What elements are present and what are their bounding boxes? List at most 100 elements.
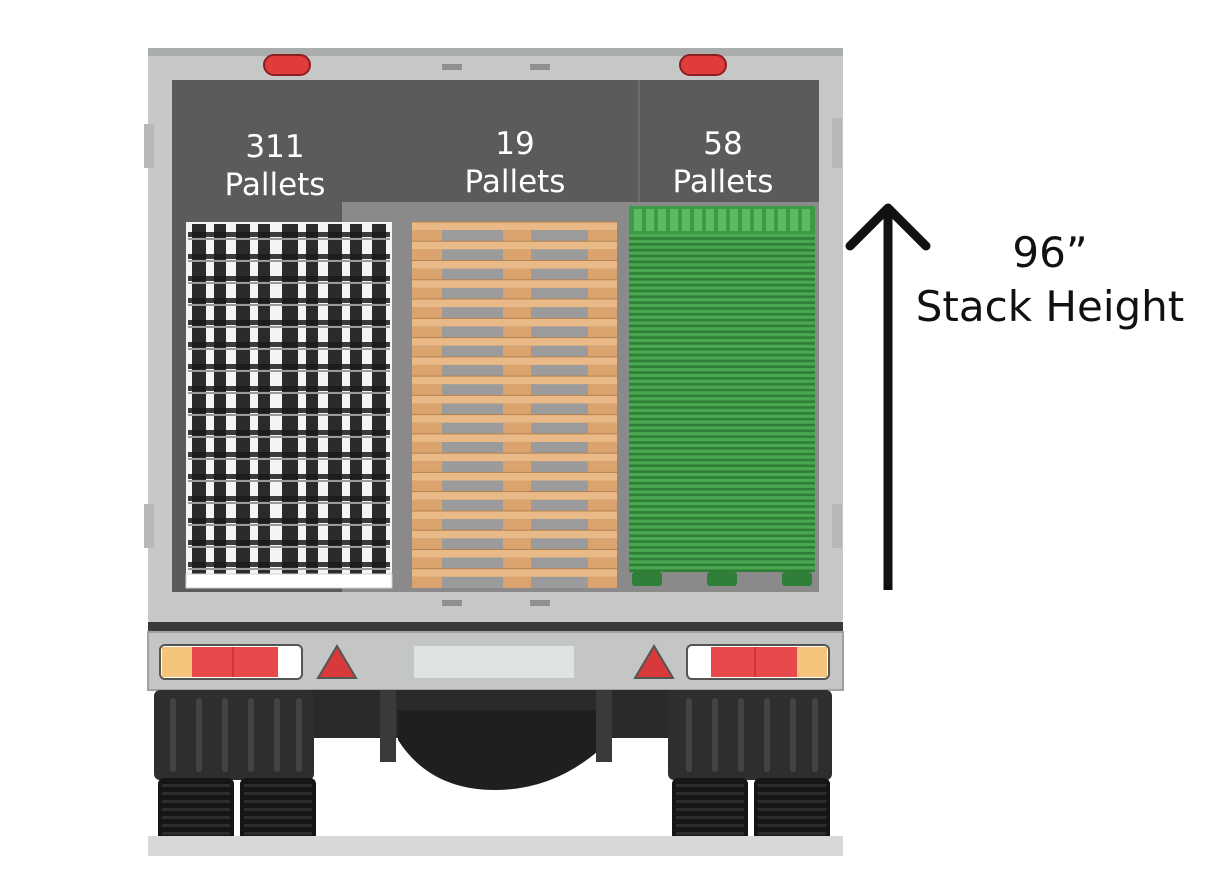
tire-tread [676,784,744,787]
bottom-clip-1 [442,600,462,606]
flap-rib [790,698,796,772]
wood-deck-board [412,414,617,423]
plastic-layer [629,298,815,302]
tire-tread [244,792,312,795]
plastic-layer [629,385,815,389]
wire-bar [214,224,226,574]
plastic-layer [629,356,815,360]
wire-rung [188,320,390,325]
wire-rung-highlight [188,568,390,570]
plastic-layer [629,513,815,517]
wire-bar [306,224,318,574]
wood-block [503,422,531,434]
tire-tread [162,824,230,827]
wood-block [503,345,531,357]
plastic-layer [629,379,815,383]
wire-rung-highlight [188,502,390,504]
tire-tread [162,784,230,787]
wood-block [412,403,442,415]
stack-height-value: 96” [1012,228,1088,277]
wire-rung-highlight [188,326,390,328]
stack-label-wood: 19 Pallets [405,125,625,201]
tire-tread [244,784,312,787]
wood-block [503,557,531,569]
plastic-layer [629,548,815,552]
tail-light-left [159,644,303,680]
tire-tread [758,816,826,819]
flap-rib [274,698,280,772]
tire-tread [758,832,826,835]
plastic-grid-cell [802,209,810,231]
wood-deck-board [412,260,617,269]
wire-rung-highlight [188,282,390,284]
wire-rung [188,254,390,259]
wire-rung-highlight [188,546,390,548]
tail-light-right [686,644,830,680]
wood-block [503,576,531,588]
wood-deck-board [412,433,617,442]
wood-block [412,307,442,319]
wood-block [503,230,531,242]
stack-label-wire: 311 Pallets [165,128,385,204]
tire-tread [244,824,312,827]
plastic-layer [629,391,815,395]
plastic-layer [629,239,815,244]
wood-block [412,422,442,434]
flap-rib [686,698,692,772]
plastic-layer [629,478,815,482]
wood-block [412,268,442,280]
wood-block [503,538,531,550]
wood-block [588,307,617,319]
top-marker-light-right [679,54,727,76]
tire-tread [676,832,744,835]
wood-block [503,364,531,377]
wood-block [412,499,442,511]
wood-block [412,326,442,338]
plastic-layer [629,437,815,442]
wire-rung [188,276,390,281]
plastic-layer [629,490,815,494]
flap-rib [222,698,228,772]
plastic-layer [629,263,815,267]
wood-deck-board [412,491,617,500]
wire-rung [188,364,390,369]
wire-rung [188,386,390,391]
wire-rung [188,342,390,347]
wood-block [412,519,442,531]
wood-block [588,364,617,377]
wood-block [503,499,531,511]
wire-rung [188,408,390,413]
plastic-grid-cell [646,209,654,231]
plastic-layer [629,257,815,261]
tire-tread [676,808,744,811]
wood-block [412,576,442,588]
wire-bar [192,224,206,574]
tire-tread [758,800,826,803]
tire-tread [162,792,230,795]
bottom-clip-2 [530,600,550,606]
plastic-layer [629,280,815,284]
top-clip-2 [530,64,550,70]
plastic-layer [629,467,815,471]
wire-rung-highlight [188,238,390,240]
tire-tread [758,792,826,795]
wire-rung [188,298,390,303]
axle-housing [398,710,610,790]
plastic-layer [629,234,815,238]
ground-strip [148,836,843,856]
wood-block [588,441,617,454]
hinge-right-top [832,118,842,168]
stack-count: 19 [495,126,535,162]
wood-deck-board [412,299,617,308]
wood-deck-board [412,530,617,539]
tire-tread [162,816,230,819]
plastic-layer [629,542,815,547]
stack-height-text: Stack Height [915,282,1185,331]
wood-block [588,287,617,300]
wood-block [412,345,442,357]
plastic-grid-cell [718,209,726,231]
plastic-layer [629,303,815,308]
wire-rung-highlight [188,436,390,438]
tire-tread [676,792,744,795]
tire-tread [758,784,826,787]
